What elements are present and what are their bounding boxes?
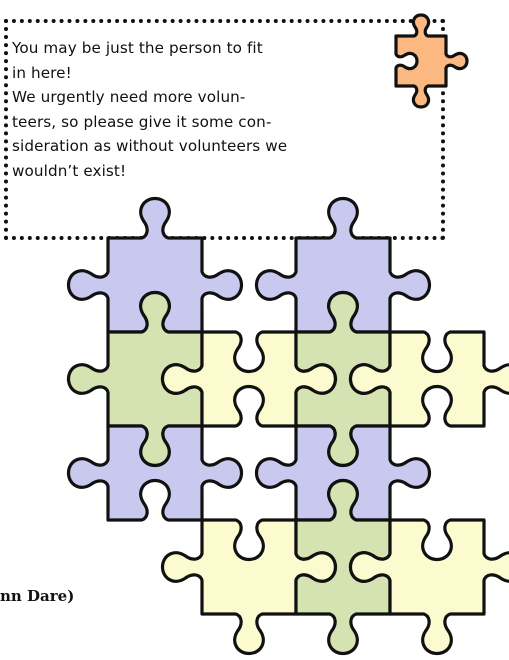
puzzle-piece-icon: [394, 13, 469, 109]
caption-text: nn Dare): [0, 587, 75, 605]
callout-text: You may be just the person to fit in her…: [12, 36, 372, 184]
puzzle-piece-yellow: [348, 330, 509, 428]
callout-line: teers, so please give it some con-: [12, 112, 272, 131]
callout-line: sideration as without volunteers we: [12, 137, 288, 156]
callout-line: wouldn’t exist!: [12, 161, 127, 180]
orange-puzzle-piece: [394, 13, 469, 109]
callout-box: [4, 19, 445, 240]
callout-line: You may be just the person to fit: [12, 39, 263, 57]
jigsaw-puzzle-icon: [66, 196, 509, 656]
callout-line: in here!: [12, 63, 72, 82]
callout-line: We urgently need more volun-: [12, 88, 246, 107]
puzzle-piece-yellow: [348, 518, 509, 656]
